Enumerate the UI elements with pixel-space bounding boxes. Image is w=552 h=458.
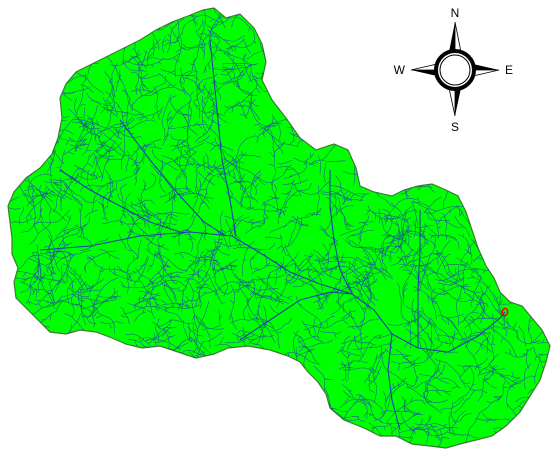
main-stream	[387, 333, 401, 431]
compass-label-east: E	[505, 63, 513, 77]
compass-label-north: N	[451, 6, 460, 20]
main-stream	[417, 210, 421, 348]
main-stream	[59, 169, 181, 233]
main-stream	[119, 119, 227, 237]
main-stream	[209, 39, 237, 237]
compass-label-west: W	[394, 63, 406, 77]
compass-label-south: S	[451, 120, 459, 134]
watershed-boundary	[7, 7, 551, 449]
outlet-marker	[501, 307, 509, 317]
main-stream	[39, 231, 506, 353]
main-stream	[239, 291, 353, 341]
north-arrow-compass-icon: N S E W	[394, 6, 513, 134]
main-stream	[329, 170, 353, 295]
